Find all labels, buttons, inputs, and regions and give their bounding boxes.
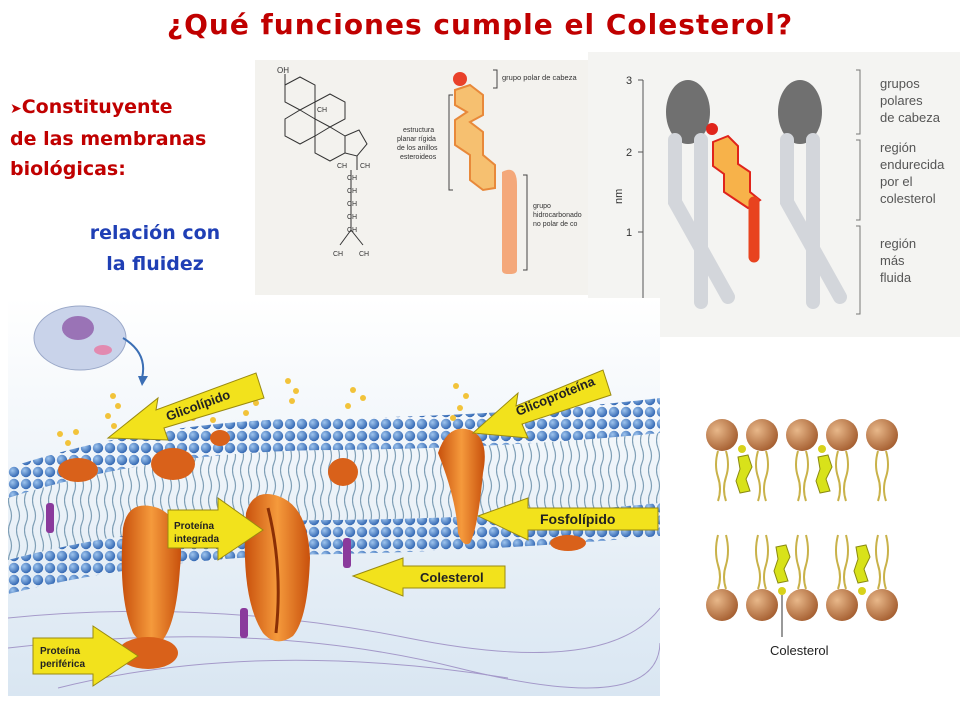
- hydrocarbon-tail: [502, 169, 517, 274]
- tail-label-1: grupo: [533, 203, 551, 210]
- ch-label-b: CH: [347, 227, 357, 234]
- fosfolipido-label: Fosfolípido: [540, 511, 615, 527]
- phospholipid-right: [778, 80, 847, 309]
- membrane-cholesterol: [46, 503, 351, 638]
- cholesterol-molecule: [706, 123, 762, 263]
- tail-label-3: no polar de co: [533, 221, 577, 228]
- tail-label-2: hidrocarbonado: [533, 212, 582, 219]
- label-arrow-proteina-periferica: Proteína periférica: [32, 625, 139, 687]
- label-rigid-3: por el: [880, 174, 913, 189]
- ch2-label-c: CH: [347, 214, 357, 221]
- peripheral-protein: [118, 637, 178, 669]
- ch2-label-b: CH: [347, 201, 357, 208]
- bullet-text: ➤Constituyente de las membranas biológic…: [10, 92, 206, 184]
- cholesterol-structure-panel: OH CH CH CH CH CH CH CH CH CH CH grupo p…: [255, 60, 595, 295]
- label-arrow-glicolipido: Glicolípido: [106, 372, 265, 441]
- phospholipid-left: [666, 80, 735, 309]
- oh-label: OH: [277, 66, 289, 75]
- fluidity-line-2: la fluidez: [106, 253, 204, 275]
- label-rigid-2: endurecida: [880, 157, 945, 172]
- proteina-integrada-label-2: integrada: [174, 534, 219, 545]
- bullet-line-1: Constituyente: [21, 96, 173, 118]
- inner-head-layer: [8, 503, 660, 594]
- bullet-line-2: de las membranas: [10, 128, 207, 150]
- label-rigid-4: colesterol: [880, 191, 936, 206]
- fluidity-line-1: relación con: [89, 222, 221, 244]
- proteina-periferica-label-1: Proteína: [40, 646, 80, 657]
- nm-scale-panel: 3 2 1 0 nm grupos polares de cabeza regi…: [588, 52, 960, 337]
- rings-label-4: esteroideos: [400, 154, 437, 161]
- label-rigid-1: región: [880, 140, 916, 155]
- bullet-arrow-icon: ➤: [10, 101, 22, 117]
- label-fluid-3: fluida: [880, 270, 912, 285]
- slide-title: ¿Qué funciones cumple el Colesterol?: [166, 8, 794, 41]
- label-heads-1: grupos: [880, 76, 920, 91]
- head-label: grupo polar de cabeza: [502, 73, 577, 82]
- ch3-label-d: CH: [333, 251, 343, 258]
- colesterol-membrane-label: Colesterol: [420, 570, 484, 585]
- ch3-label-a: CH: [317, 107, 327, 114]
- steroid-rings-shape: [454, 83, 496, 192]
- label-arrow-colesterol: Colesterol: [351, 557, 506, 597]
- label-arrow-fosfolipido: Fosfolípido: [476, 497, 659, 541]
- label-heads-3: de cabeza: [880, 110, 941, 125]
- label-arrow-proteina-integrada: Proteína integrada: [167, 497, 264, 561]
- ch3-label-c: CH: [360, 163, 370, 170]
- skeletal-formula: [284, 74, 368, 246]
- ch3-label-b: CH: [337, 163, 347, 170]
- ch3-label-e: CH: [359, 251, 369, 258]
- label-fluid-1: región: [880, 236, 916, 251]
- proteina-integrada-label-1: Proteína: [174, 521, 214, 532]
- upper-leaflet: [706, 419, 898, 502]
- cell-inset: [33, 305, 148, 386]
- tick-1: 1: [626, 227, 632, 239]
- proteina-periferica-label-2: periférica: [40, 659, 85, 670]
- lower-leaflet: [706, 534, 898, 621]
- membrane-illustration: Glicolípido Glicoproteína Fosfolípido Pr…: [8, 298, 660, 696]
- rings-label-1: estructura: [403, 127, 434, 134]
- glycoprotein-protein: [438, 428, 485, 545]
- rings-label-2: planar rígida: [397, 136, 436, 143]
- bullet-line-3: biológicas:: [10, 158, 126, 180]
- ch-label: CH: [347, 175, 357, 182]
- ch2-label-a: CH: [347, 188, 357, 195]
- label-fluid-2: más: [880, 253, 905, 268]
- bilayer-cholesterol-panel: Colesterol: [690, 405, 910, 670]
- polar-head-circle: [453, 72, 467, 86]
- label-heads-2: polares: [880, 93, 923, 108]
- rings-label-3: de los anillos: [397, 145, 438, 152]
- colesterol-bilayer-label: Colesterol: [770, 643, 829, 658]
- integral-protein-1: [121, 505, 182, 645]
- tick-2: 2: [626, 147, 632, 159]
- fluidity-text: relación con la fluidez: [60, 218, 250, 280]
- nm-unit-label: nm: [613, 189, 625, 204]
- tick-3: 3: [626, 75, 632, 87]
